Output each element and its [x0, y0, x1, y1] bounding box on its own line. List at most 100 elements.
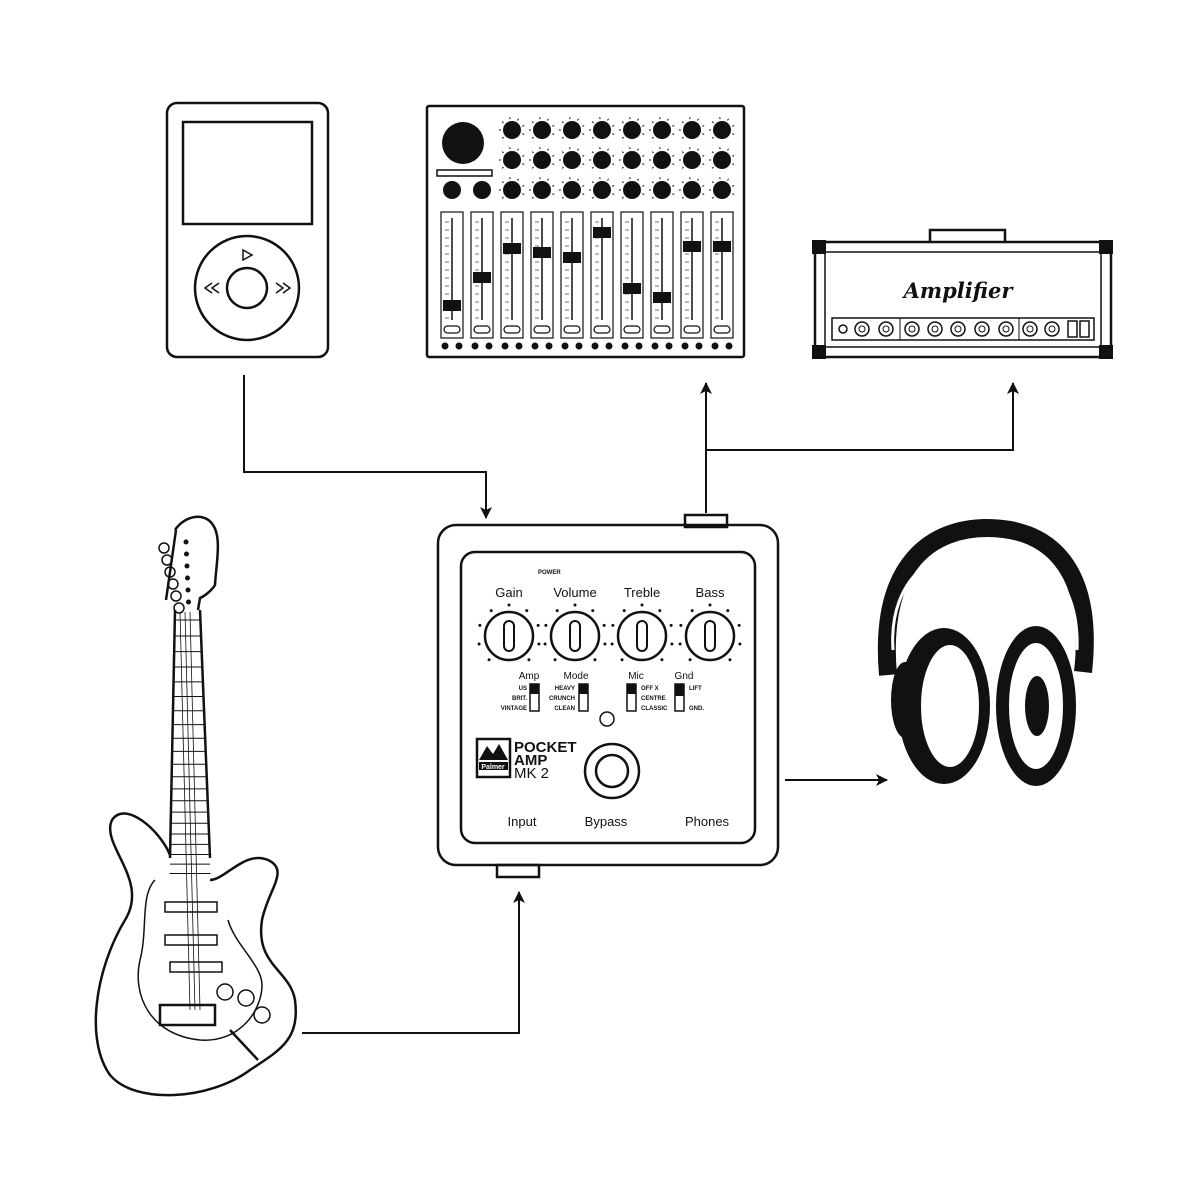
fader-cap-icon — [503, 243, 521, 254]
mute-button-icon — [473, 325, 491, 334]
amp-knob-center — [978, 325, 986, 333]
switch-option: GND. — [689, 706, 704, 712]
mixer-knob-icon — [563, 151, 581, 169]
jack-icon — [621, 342, 629, 350]
knob-tick — [637, 148, 639, 151]
amp-knob-icon — [1022, 321, 1038, 337]
knob-label-bass: Bass — [696, 585, 725, 600]
logo-text: Palmer — [481, 764, 505, 771]
switch-label-mic: Mic — [628, 671, 644, 682]
fader-cap-icon — [713, 241, 731, 252]
knob-tick — [727, 148, 729, 151]
jack-icon — [515, 342, 523, 350]
tuner-peg-icon — [164, 566, 176, 578]
amp-knob-center — [1002, 325, 1010, 333]
knob-tick — [642, 155, 645, 157]
knob-tick — [642, 125, 645, 127]
switch-option: LIFT — [689, 686, 702, 692]
knob-tick — [672, 133, 675, 135]
knob-scale-dot — [660, 658, 664, 662]
amp-power-icon — [838, 324, 848, 334]
jack-icon — [651, 342, 659, 350]
knob-tick — [711, 166, 714, 169]
palmer-logo: Palmer — [475, 737, 512, 779]
knob-tick — [561, 136, 564, 139]
knob-tick — [711, 196, 714, 199]
knob-tick — [612, 125, 615, 127]
fader-channel — [530, 211, 554, 339]
knob-tick — [591, 136, 594, 139]
knob-tick — [732, 163, 735, 165]
knob-scale-dot — [487, 658, 491, 662]
knob-scale-dot — [658, 609, 662, 613]
amp-knob-icon — [904, 321, 920, 337]
fader-cap-icon — [443, 300, 461, 311]
knob-tick — [672, 193, 675, 195]
knob-tick — [501, 196, 504, 199]
knob-scale-dot — [544, 623, 548, 627]
knob-tick — [582, 133, 585, 135]
jack-icon — [531, 342, 539, 350]
knob-tick — [621, 181, 624, 184]
power-led — [599, 711, 615, 727]
switch-option: CLASSIC — [641, 706, 668, 712]
knob-tick — [732, 133, 735, 135]
knob-tick — [591, 121, 594, 124]
knob-tick — [607, 118, 609, 121]
jack-icon — [485, 342, 493, 350]
knob-scale-dot — [690, 609, 694, 613]
knob-tick — [517, 178, 519, 181]
knob-tick — [591, 166, 594, 169]
jack-icon — [681, 342, 689, 350]
mixer-knob-icon — [593, 181, 611, 199]
guitar-body — [94, 812, 298, 1097]
knob-pointer — [569, 620, 581, 652]
knob-tick — [681, 181, 684, 184]
knob-scale-dot — [620, 658, 624, 662]
knob-pointer — [704, 620, 716, 652]
knob-tick — [667, 118, 669, 121]
knob-tick — [702, 125, 705, 127]
knob-tick — [681, 121, 684, 124]
amp-knob-center — [954, 325, 962, 333]
knob-tick — [552, 185, 555, 187]
knob-tick — [552, 125, 555, 127]
knob-scale-dot — [536, 623, 540, 627]
mixer-knob-icon — [623, 151, 641, 169]
knob-scale-dot — [593, 658, 597, 662]
knob-tick — [591, 181, 594, 184]
knob-tick — [651, 181, 654, 184]
knob-tick — [561, 166, 564, 169]
knob-tick — [697, 148, 699, 151]
knob-tick — [667, 148, 669, 151]
tuner-post — [184, 563, 190, 569]
pedal-knob-icon — [483, 610, 535, 662]
knob-tick — [621, 151, 624, 154]
player-screen — [181, 120, 314, 226]
knob-scale-dot — [543, 642, 547, 646]
mixer-knob-icon — [563, 121, 581, 139]
knob-scale-dot — [573, 603, 577, 607]
knob-tick — [582, 155, 585, 157]
tuner-peg-icon — [173, 602, 185, 614]
knob-tick — [501, 121, 504, 124]
amp-knob-icon — [974, 321, 990, 337]
mute-button-icon — [533, 325, 551, 334]
fader-cap-icon — [683, 241, 701, 252]
knob-tick — [561, 151, 564, 154]
knob-tick — [702, 185, 705, 187]
mixer-knob-icon — [623, 121, 641, 139]
jack-icon — [605, 342, 613, 350]
brand-line-1: POCKET — [514, 739, 577, 756]
switch-option: BRIT. — [512, 696, 527, 702]
amp-switch — [1067, 320, 1078, 338]
knob-tick — [642, 193, 645, 195]
knob-scale-dot — [537, 642, 541, 646]
mixer-knob-icon — [533, 151, 551, 169]
knob-tick — [582, 193, 585, 195]
amp-knob-center — [858, 325, 866, 333]
bypass-footswitch[interactable] — [594, 753, 630, 789]
fader-channel — [500, 211, 524, 339]
fader-cap-icon — [563, 252, 581, 263]
amp-knob-center — [1026, 325, 1034, 333]
